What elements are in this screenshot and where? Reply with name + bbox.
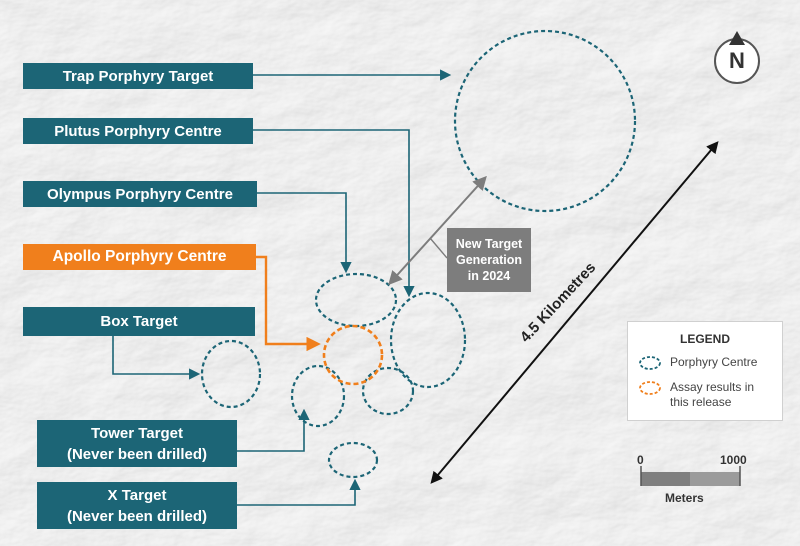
box-target-ellipse: [200, 339, 262, 409]
scale-min-label: 0: [637, 453, 644, 467]
orange-dashed-ellipse-icon: [639, 381, 661, 395]
new-target-label: New Target Generation in 2024: [447, 228, 531, 292]
box-target-label: Box Target: [23, 307, 255, 336]
plutus-leader-arrow: [253, 129, 415, 298]
apollo-centre-label: Apollo Porphyry Centre: [23, 244, 256, 270]
distance-arrow: [430, 141, 719, 484]
x-target-label: X Target (Never been drilled): [37, 482, 237, 529]
legend-porphyry-text: Porphyry Centre: [670, 355, 758, 369]
x-target-note: (Never been drilled): [66, 507, 208, 525]
new-target-connector: [429, 237, 448, 259]
x-target-ellipse: [327, 441, 379, 479]
new-target-line3: in 2024: [467, 269, 511, 283]
x-target-title: X Target: [107, 486, 167, 504]
tower-leader-arrow: [237, 408, 310, 452]
trap-target-label: Trap Porphyry Target: [23, 63, 253, 89]
scale-unit-label: Meters: [665, 491, 704, 505]
apollo-leader-arrow: [256, 255, 321, 352]
legend-assay-line2: this release: [670, 395, 732, 409]
olympus-leader-arrow: [257, 192, 352, 274]
legend-title: LEGEND: [679, 332, 730, 346]
olympus-centre-ellipse: [314, 272, 398, 328]
new-target-line1: New Target: [455, 237, 523, 251]
legend-assay-line1: Assay results in: [670, 380, 755, 394]
teal-dashed-ellipse-icon: [639, 356, 661, 370]
legend-item-assay: Assay results in this release: [638, 380, 754, 410]
north-letter: N: [729, 48, 745, 73]
tower-target-ellipse: [290, 364, 346, 428]
box-leader-arrow: [112, 336, 201, 380]
tower-target-label: Tower Target (Never been drilled): [37, 420, 237, 467]
north-arrow-icon: N: [714, 31, 760, 84]
tower-target-title: Tower Target: [91, 424, 183, 442]
compass-needle-icon: [729, 31, 745, 45]
tower-target-note: (Never been drilled): [66, 445, 208, 463]
trap-target-ellipse: [453, 29, 637, 213]
legend-assay-text: Assay results in this release: [670, 380, 754, 410]
olympus-centre-label: Olympus Porphyry Centre: [23, 181, 257, 207]
scale-max-label: 1000: [720, 453, 747, 467]
east-centre-ellipse: [361, 366, 415, 416]
plutus-centre-label: Plutus Porphyry Centre: [23, 118, 253, 144]
legend: LEGEND Porphyry Centre Assay results in …: [627, 321, 783, 421]
apollo-centre-ellipse: [322, 324, 384, 386]
new-target-line2: Generation: [456, 253, 522, 267]
x-leader-arrow: [237, 478, 361, 506]
scale-bar: [640, 466, 741, 486]
legend-item-porphyry: Porphyry Centre: [638, 355, 757, 371]
